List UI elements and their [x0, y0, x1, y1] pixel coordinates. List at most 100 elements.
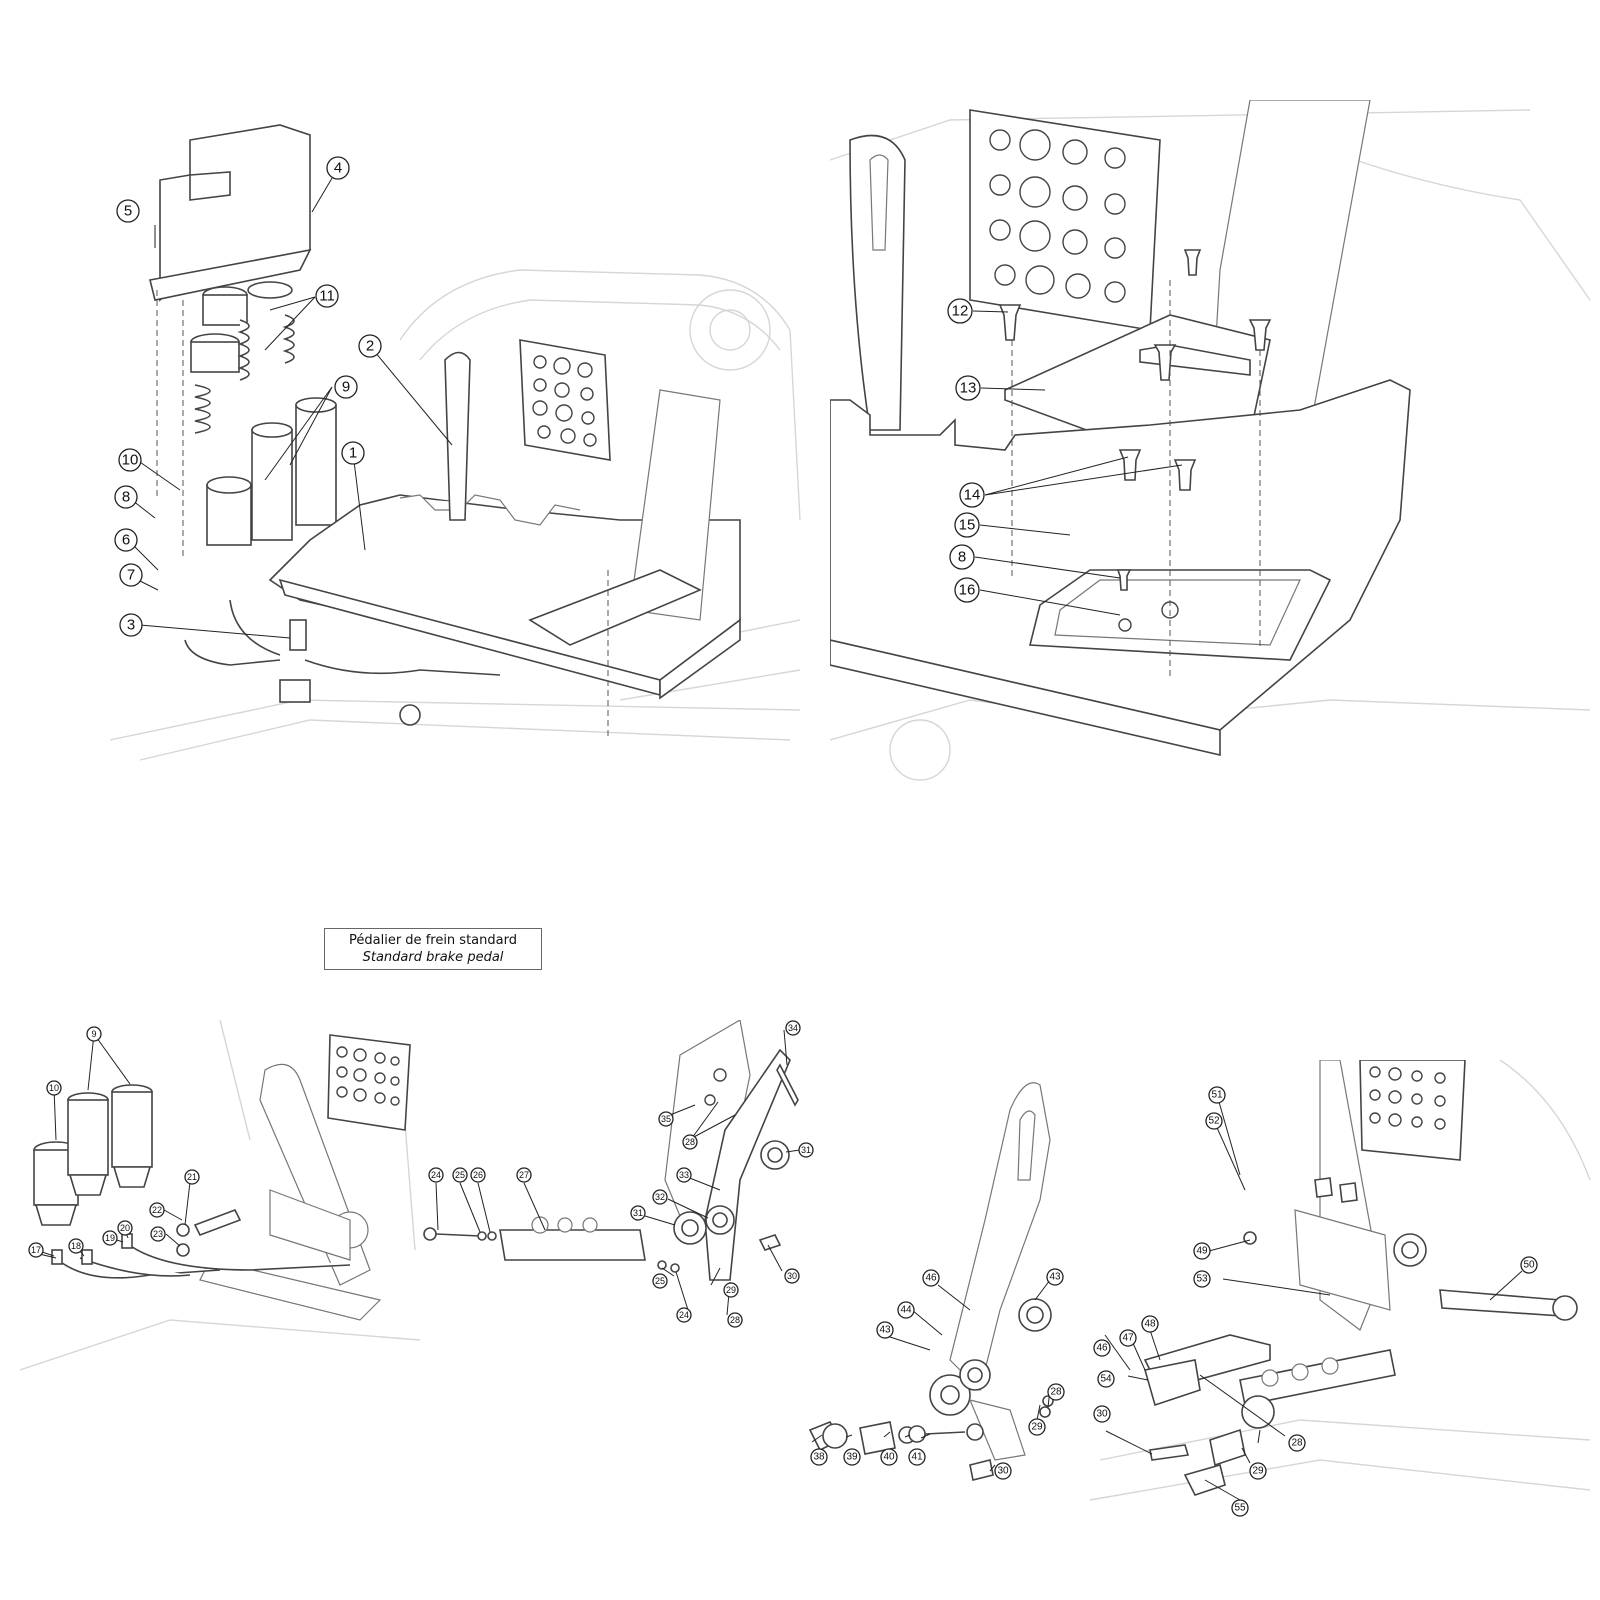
svg-text:16: 16 [959, 582, 976, 599]
callout-43: 44 [897, 1301, 915, 1319]
svg-text:28: 28 [1050, 1387, 1062, 1398]
panel-4-drawing: 46 44 43 43 28 29 30 38 39 40 41 51 52 4… [808, 1060, 1591, 1517]
brake-pedal-right [1243, 1060, 1578, 1331]
callout-27: 27 [516, 1167, 532, 1183]
callout-52: 52 [1205, 1112, 1223, 1130]
callout-26: 26 [470, 1167, 486, 1183]
svg-text:21: 21 [187, 1172, 197, 1182]
svg-text:32: 32 [655, 1192, 665, 1202]
callout-16: 16 [954, 577, 980, 603]
callout-28-lower: 28 [727, 1312, 743, 1328]
svg-text:54: 54 [1100, 1374, 1112, 1385]
svg-text:49: 49 [1196, 1246, 1208, 1257]
pedal-arm-isolated [929, 1082, 1054, 1461]
svg-text:31: 31 [801, 1145, 811, 1155]
assembly-axes [156, 290, 609, 740]
callout-28-lower: 28 [1288, 1434, 1306, 1452]
svg-text:17: 17 [31, 1245, 41, 1255]
svg-text:29: 29 [1252, 1466, 1264, 1477]
callout-20: 20 [117, 1220, 133, 1236]
svg-text:38: 38 [813, 1452, 825, 1463]
callout-33: 33 [676, 1167, 692, 1183]
cover-part-4 [149, 124, 312, 302]
panel-3-drawing: 9 10 21 22 23 17 18 19 20 24 25 26 27 25… [20, 1020, 814, 1371]
svg-text:51: 51 [1211, 1090, 1223, 1101]
hose-fittings [184, 599, 501, 726]
callout-47: 47 [1119, 1329, 1137, 1347]
svg-text:53: 53 [1196, 1274, 1208, 1285]
callout-38: 38 [810, 1448, 828, 1466]
svg-text:15: 15 [959, 517, 976, 534]
callout-34: 34 [785, 1020, 801, 1036]
callout-23: 23 [150, 1226, 166, 1242]
callout-35: 35 [658, 1111, 674, 1127]
callout-25: 25 [452, 1167, 468, 1183]
svg-text:52: 52 [1208, 1116, 1220, 1127]
pedal-arm-left [849, 134, 906, 431]
callout-28-upper: 28 [1047, 1383, 1065, 1401]
pushrod-set [808, 1420, 994, 1481]
callout-13: 13 [955, 375, 981, 401]
callout-15: 15 [954, 512, 980, 538]
svg-text:23: 23 [153, 1229, 163, 1239]
tray-part-1 [268, 494, 741, 700]
svg-text:13: 13 [960, 380, 977, 397]
panel-1-drawing: 4 5 11 2 9 1 10 8 6 7 3 [109, 124, 801, 761]
callout-50: 50 [1520, 1256, 1538, 1274]
callout-30-left: 30 [994, 1462, 1012, 1480]
leader-lines [811, 1094, 1523, 1501]
callout-3: 3 [119, 613, 143, 637]
svg-text:10: 10 [49, 1083, 59, 1093]
svg-text:30: 30 [997, 1466, 1009, 1477]
svg-text:29: 29 [726, 1285, 736, 1295]
svg-text:35: 35 [661, 1114, 671, 1124]
callout-25-lower: 25 [652, 1273, 668, 1289]
svg-text:55: 55 [1234, 1503, 1246, 1514]
exploded-view-panel-3: 9 10 21 22 23 17 18 19 20 24 25 26 27 25… [20, 1020, 820, 1420]
callout-42-left: 43 [876, 1321, 894, 1339]
panel-2-drawing: 12 13 14 15 8 16 [830, 100, 1591, 781]
callout-31-left: 31 [630, 1205, 646, 1221]
svg-text:11: 11 [319, 288, 335, 305]
master-cylinder [423, 1216, 680, 1273]
leader-lines [127, 167, 453, 639]
exploded-view-panel-2: 12 13 14 15 8 16 [830, 100, 1600, 790]
callout-54: 54 [1097, 1370, 1115, 1388]
master-cylinders-right [1143, 1334, 1396, 1496]
callout-8: 8 [949, 544, 975, 570]
pedal-assembly-left [199, 1034, 411, 1321]
callout-30: 30 [784, 1268, 800, 1284]
callout-14: 14 [959, 482, 985, 508]
svg-text:6: 6 [122, 532, 130, 549]
callout-18: 18 [68, 1238, 84, 1254]
callout-5: 5 [116, 199, 140, 223]
svg-text:47: 47 [1122, 1333, 1134, 1344]
accelerator-pedal [528, 389, 721, 646]
callout-49: 49 [1193, 1242, 1211, 1260]
callout-42-right: 43 [1046, 1268, 1064, 1286]
leader-lines [972, 310, 1183, 616]
svg-text:7: 7 [127, 567, 135, 584]
callout-4: 4 [326, 156, 350, 180]
callout-39: 39 [843, 1448, 861, 1466]
svg-text:44: 44 [900, 1305, 912, 1316]
svg-text:1: 1 [349, 445, 357, 462]
callout-53: 53 [1193, 1270, 1211, 1288]
svg-text:18: 18 [71, 1241, 81, 1251]
svg-text:27: 27 [519, 1170, 529, 1180]
callout-29-upper: 29 [1028, 1418, 1046, 1436]
tray-floor [830, 379, 1411, 757]
svg-text:10: 10 [122, 452, 139, 469]
svg-text:25: 25 [455, 1170, 465, 1180]
brake-pedal-plate [444, 339, 611, 521]
svg-text:3: 3 [127, 617, 135, 634]
callout-19: 19 [102, 1230, 118, 1246]
svg-text:20: 20 [120, 1223, 130, 1233]
svg-text:39: 39 [846, 1452, 858, 1463]
svg-text:19: 19 [105, 1233, 115, 1243]
svg-text:30: 30 [1096, 1409, 1108, 1420]
callout-44: 46 [922, 1269, 940, 1287]
exploded-view-panel-4: 46 44 43 43 28 29 30 38 39 40 41 51 52 4… [800, 1060, 1600, 1540]
svg-text:33: 33 [679, 1170, 689, 1180]
callout-12: 12 [947, 298, 973, 324]
